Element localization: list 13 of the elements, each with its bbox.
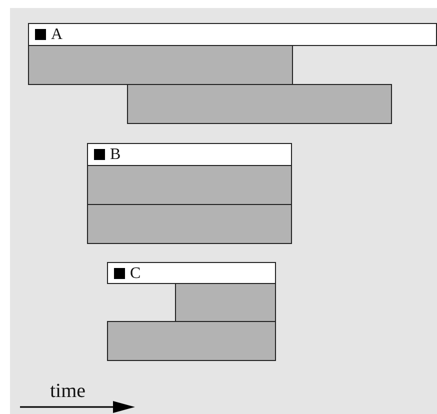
activity-bar <box>87 165 292 205</box>
activity-bar <box>28 45 293 85</box>
activity-bar <box>175 283 276 322</box>
activity-bar <box>107 321 276 361</box>
group-label: A <box>51 25 63 45</box>
activity-bar <box>127 84 392 124</box>
group-label: B <box>110 145 121 165</box>
axis-label: time <box>50 380 86 402</box>
header-bar <box>28 23 437 46</box>
group-label: C <box>130 264 141 284</box>
activity-bar <box>87 204 292 244</box>
header-bar <box>87 143 292 166</box>
header-bar <box>107 262 276 284</box>
